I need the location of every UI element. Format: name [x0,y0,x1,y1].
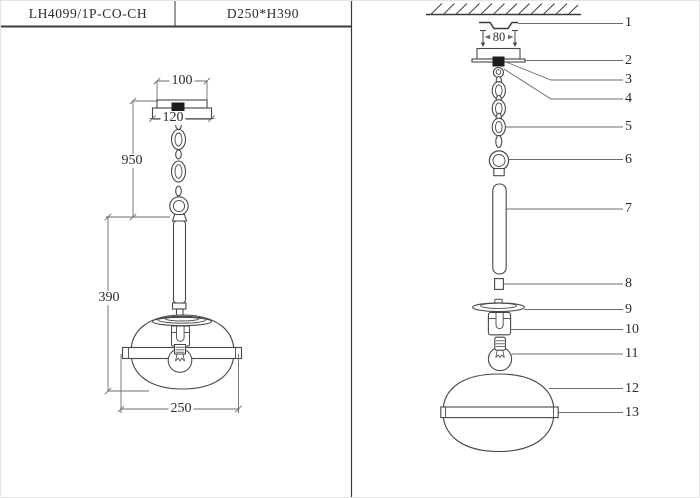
coupler-exploded [494,278,504,290]
part-number-6: 6 [625,151,632,167]
part-number-4: 4 [625,91,632,106]
dim-label-screw-spacing: 80 [490,30,508,44]
dim-label-shade-diameter: 250 [168,401,194,416]
dim-label-suspension-height: 950 [119,153,145,168]
socket-and-bulb [167,325,193,373]
ring-exploded [488,150,510,177]
sheet-frame [1,1,353,497]
part-number-2: 2 [625,52,632,68]
part-number-3: 3 [625,72,632,87]
part-number-8: 8 [625,276,632,291]
ceiling-hatch [426,3,581,16]
connector-exploded [492,56,505,79]
title-model-code: LH4099/1P-CO-CH [1,1,175,26]
left-view [104,77,243,413]
mounting-bracket [479,21,518,30]
socket-exploded [487,311,512,336]
part-number-7: 7 [625,201,632,216]
part-number-12: 12 [625,380,639,396]
mounting-screws [480,30,518,47]
part-number-11: 11 [625,346,639,361]
dim-label-canopy-width: 120 [160,110,186,125]
dim-label-canopy-top-width: 100 [169,73,195,88]
chain [170,119,187,197]
title-size-code: D250*H390 [175,1,351,26]
stem-assembly [169,196,189,324]
right-view [426,3,623,453]
shade-cap-disc [151,315,213,327]
part-number-10: 10 [625,321,639,337]
chain-exploded [491,75,506,149]
shade-exploded [440,373,559,453]
cap-disc-exploded [472,298,525,313]
part-leader-lines [503,23,623,413]
dim-950-lines [106,97,170,221]
size-code-text: D250*H390 [226,5,300,21]
part-number-9: 9 [625,301,632,317]
rod-exploded [492,183,507,275]
part-number-1: 1 [625,15,632,30]
bulb-exploded [487,336,513,372]
model-code-text: LH4099/1P-CO-CH [28,5,148,21]
part-number-13: 13 [625,404,639,420]
dim-label-body-height: 390 [96,290,122,305]
part-number-5: 5 [625,119,632,134]
